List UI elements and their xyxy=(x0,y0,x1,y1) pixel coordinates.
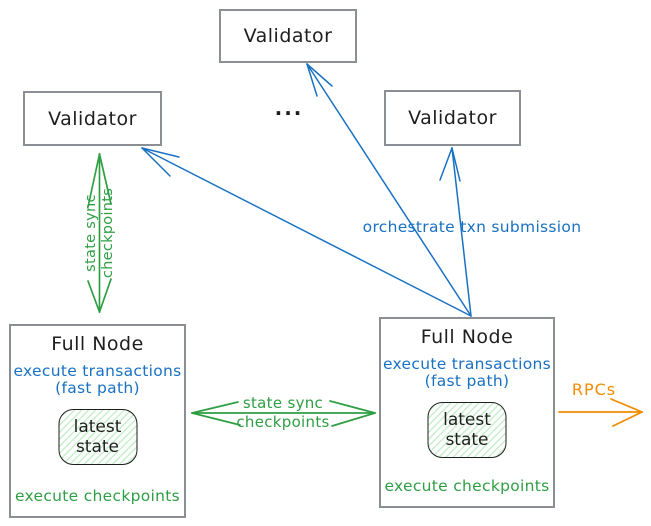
full-node-title: Full Node xyxy=(51,333,144,355)
fast-path-line: (fast path) xyxy=(424,372,510,390)
validator-label: Validator xyxy=(408,107,497,129)
state-sync-horizontal-arrow xyxy=(191,400,376,427)
full-node-title: Full Node xyxy=(420,326,514,348)
execute-transactions-label: execute transactions (fast path) xyxy=(381,356,553,390)
execute-transactions-line: execute transactions xyxy=(13,362,182,380)
rpcs-label: RPCs xyxy=(571,380,617,399)
full-node-box-left: Full Node execute transactions (fast pat… xyxy=(9,324,186,518)
validator-box-top: Validator xyxy=(219,9,357,63)
more-validators-ellipsis: ... xyxy=(274,96,304,120)
validator-label: Validator xyxy=(243,25,333,47)
orchestrate-arrow-to-top-validator xyxy=(306,63,472,317)
orchestrate-arrow-to-left-validator xyxy=(141,147,472,317)
rpcs-arrow xyxy=(558,398,643,427)
execute-checkpoints-label: execute checkpoints xyxy=(14,487,181,505)
state-sync-vertical-arrow xyxy=(87,153,112,313)
full-node-box-right: Full Node execute transactions (fast pat… xyxy=(379,317,555,508)
latest-state-box: latest state xyxy=(58,409,137,465)
state-sync-line2: checkpoints xyxy=(236,413,330,431)
execute-checkpoints-label: execute checkpoints xyxy=(384,477,550,495)
validator-box-right: Validator xyxy=(384,90,521,146)
execute-transactions-label: execute transactions (fast path) xyxy=(11,363,184,397)
fast-path-line: (fast path) xyxy=(55,379,140,397)
orchestrate-txn-submission-label: orchestrate txn submission xyxy=(362,218,582,236)
validator-label: Validator xyxy=(48,107,137,130)
latest-state-box: latest state xyxy=(427,402,507,458)
execute-transactions-line: execute transactions xyxy=(382,355,551,373)
orchestrate-arrow-to-right-validator xyxy=(439,147,472,317)
state-sync-line1: state sync xyxy=(242,394,324,412)
state-sync-vertical-label: state sync checkpoints xyxy=(83,187,116,279)
state-sync-horizontal-label: state sync checkpoints xyxy=(212,394,354,432)
validator-box-left: Validator xyxy=(23,91,162,146)
